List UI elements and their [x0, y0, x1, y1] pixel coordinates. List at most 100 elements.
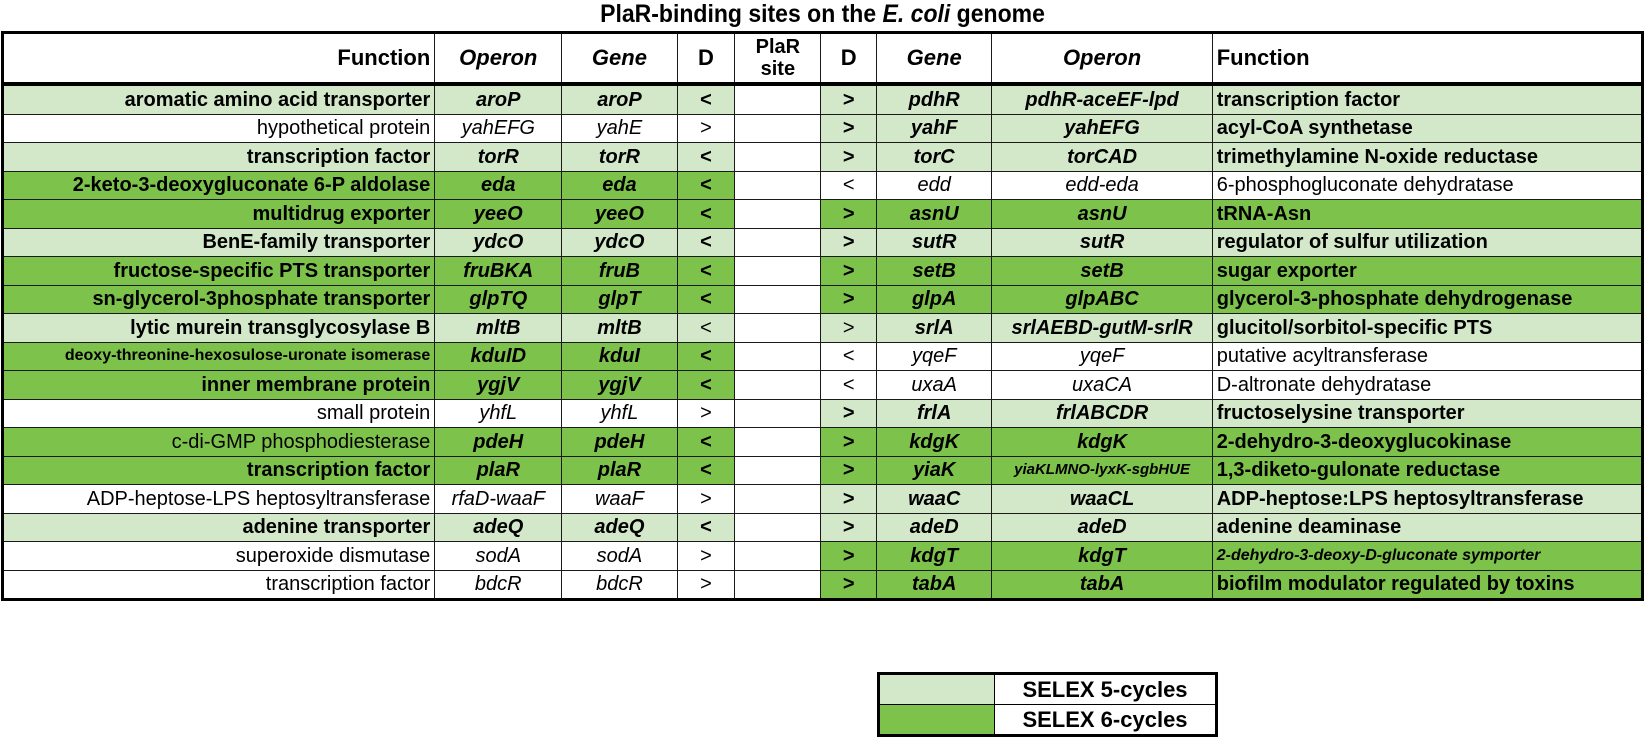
- right-operon: asnU: [991, 199, 1213, 229]
- right-direction: >: [820, 83, 877, 115]
- left-operon: plaR: [434, 455, 563, 485]
- right-function: glucitol/sorbitol-specific PTS: [1211, 313, 1644, 343]
- left-direction: <: [676, 170, 736, 200]
- left-direction: >: [676, 484, 736, 514]
- left-gene: pdeH: [561, 427, 678, 457]
- right-gene: glpA: [875, 284, 993, 314]
- left-function: transcription factor: [1, 569, 436, 600]
- left-direction: >: [676, 398, 736, 428]
- right-operon: kdgT: [991, 541, 1213, 571]
- left-function: deoxy-threonine-hexosulose-uronate isome…: [1, 341, 436, 371]
- left-function: 2-keto-3-deoxygluconate 6-P aldolase: [1, 170, 436, 200]
- right-operon: yahEFG: [991, 113, 1213, 143]
- legend-swatch-selex6: [878, 704, 995, 736]
- right-direction: >: [820, 569, 877, 600]
- right-gene: yahF: [875, 113, 993, 143]
- plar-site: [734, 142, 822, 172]
- right-direction: >: [820, 455, 877, 485]
- left-function: transcription factor: [1, 455, 436, 485]
- left-operon: rfaD-waaF: [434, 484, 563, 514]
- right-direction: >: [820, 541, 877, 571]
- right-gene: sutR: [875, 227, 993, 257]
- header-left-direction: D: [676, 32, 736, 86]
- right-direction: <: [820, 341, 877, 371]
- header-right-direction: D: [820, 32, 877, 86]
- right-operon: yqeF: [991, 341, 1213, 371]
- plar-site: [734, 541, 822, 571]
- left-operon: ygjV: [434, 370, 563, 400]
- legend-label-selex6: SELEX 6-cycles: [994, 704, 1217, 736]
- left-direction: <: [676, 284, 736, 314]
- plar-site: [734, 370, 822, 400]
- left-direction: <: [676, 455, 736, 485]
- right-direction: >: [820, 313, 877, 343]
- left-gene: bdcR: [561, 569, 678, 600]
- left-function: lytic murein transglycosylase B: [1, 313, 436, 343]
- left-gene: torR: [561, 142, 678, 172]
- right-function: fructoselysine transporter: [1211, 398, 1644, 428]
- right-direction: <: [820, 170, 877, 200]
- header-right-gene: Gene: [875, 32, 993, 86]
- plar-site: [734, 83, 822, 115]
- left-operon: yeeO: [434, 199, 563, 229]
- right-function: acyl-CoA synthetase: [1211, 113, 1644, 143]
- left-operon: yhfL: [434, 398, 563, 428]
- right-operon: adeD: [991, 512, 1213, 542]
- left-function: aromatic amino acid transporter: [1, 83, 436, 115]
- header-plar-site: PlaR site: [734, 32, 822, 86]
- right-gene: pdhR: [875, 83, 993, 115]
- left-operon: glpTQ: [434, 284, 563, 314]
- left-direction: >: [676, 113, 736, 143]
- left-operon: adeQ: [434, 512, 563, 542]
- right-gene: adeD: [875, 512, 993, 542]
- left-direction: <: [676, 370, 736, 400]
- right-function: glycerol-3-phosphate dehydrogenase: [1211, 284, 1644, 314]
- legend-item-selex6: SELEX 6-cycles: [878, 704, 1217, 736]
- right-operon: glpABC: [991, 284, 1213, 314]
- left-gene: sodA: [561, 541, 678, 571]
- right-function: biofilm modulator regulated by toxins: [1211, 569, 1644, 600]
- left-direction: <: [676, 427, 736, 457]
- left-direction: >: [676, 541, 736, 571]
- plar-site: [734, 341, 822, 371]
- left-gene: mltB: [561, 313, 678, 343]
- header-right-operon: Operon: [991, 32, 1213, 86]
- left-operon: torR: [434, 142, 563, 172]
- left-function: multidrug exporter: [1, 199, 436, 229]
- plar-site: [734, 256, 822, 286]
- plar-site: [734, 113, 822, 143]
- right-function: ADP-heptose:LPS heptosyltransferase: [1211, 484, 1644, 514]
- right-function: regulator of sulfur utilization: [1211, 227, 1644, 257]
- left-function: adenine transporter: [1, 512, 436, 542]
- right-function: 6-phosphogluconate dehydratase: [1211, 170, 1644, 200]
- right-function: 2-dehydro-3-deoxy-D-gluconate symporter: [1211, 541, 1644, 571]
- left-gene: yhfL: [561, 398, 678, 428]
- right-direction: <: [820, 370, 877, 400]
- right-direction: >: [820, 199, 877, 229]
- right-gene: tabA: [875, 569, 993, 600]
- right-direction: >: [820, 227, 877, 257]
- left-gene: yeeO: [561, 199, 678, 229]
- left-operon: bdcR: [434, 569, 563, 600]
- left-function: c-di-GMP phosphodiesterase: [1, 427, 436, 457]
- left-operon: kduID: [434, 341, 563, 371]
- right-function: sugar exporter: [1211, 256, 1644, 286]
- plar-site: [734, 455, 822, 485]
- page-title: PlaR-binding sites on the E. coli genome: [66, 0, 1579, 28]
- right-direction: >: [820, 256, 877, 286]
- header-left-function: Function: [1, 32, 436, 86]
- left-direction: <: [676, 142, 736, 172]
- plar-site: [734, 512, 822, 542]
- left-gene: waaF: [561, 484, 678, 514]
- right-operon: sutR: [991, 227, 1213, 257]
- right-direction: >: [820, 113, 877, 143]
- left-gene: ygjV: [561, 370, 678, 400]
- plar-site: [734, 170, 822, 200]
- right-gene: srlA: [875, 313, 993, 343]
